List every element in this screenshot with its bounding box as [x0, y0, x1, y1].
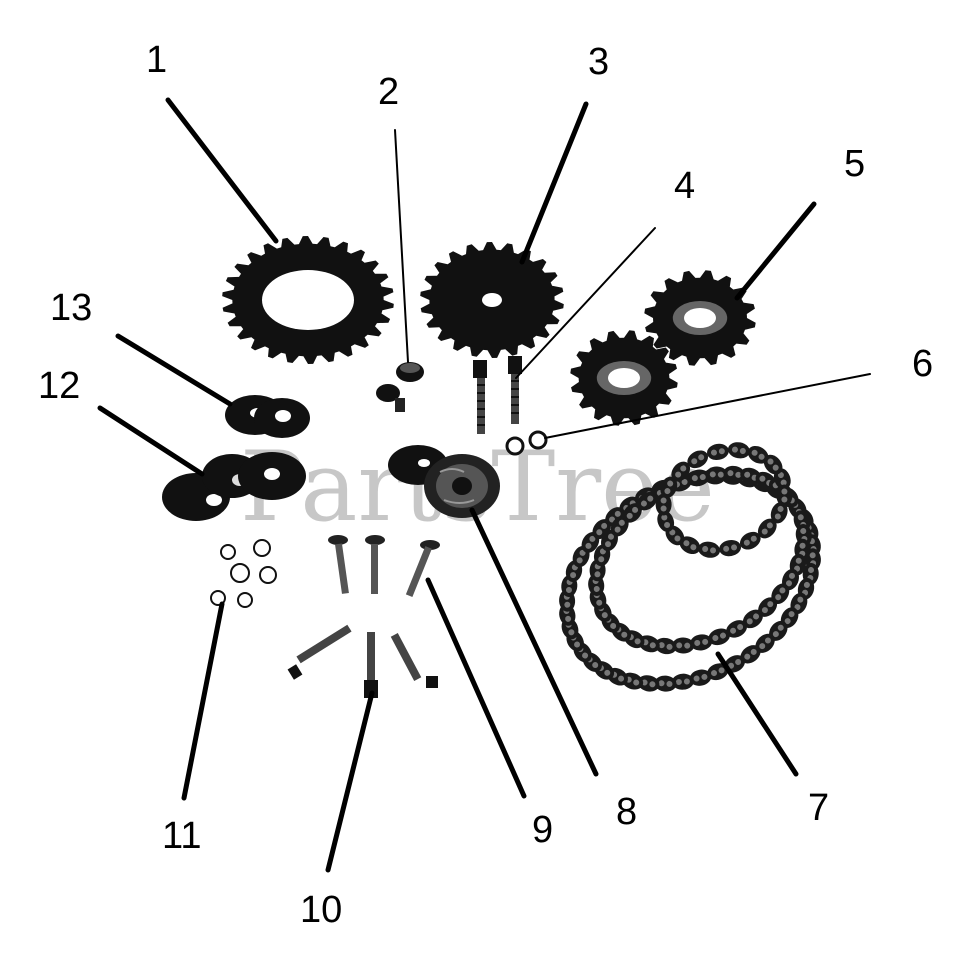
leader-line-3: [519, 101, 589, 265]
nut-icon[interactable]: [210, 539, 277, 608]
callout-12: 12: [38, 365, 80, 407]
leader-line-12: [97, 405, 205, 477]
callout-7: 7: [808, 787, 829, 829]
callout-6: 6: [912, 343, 933, 385]
leader-line-2: [394, 129, 409, 363]
leader-line-11: [181, 601, 225, 801]
callout-8: 8: [616, 791, 637, 833]
leader-line-10: [325, 690, 375, 873]
callout-labels: 1 2 3 4 5 6 7 8 9 10 11 12 13: [38, 39, 933, 931]
callout-4: 4: [674, 165, 695, 207]
bolt-icon[interactable]: [287, 535, 440, 698]
large-sprocket-icon[interactable]: [222, 236, 394, 364]
callout-1: 1: [146, 39, 167, 81]
leader-line-9: [425, 577, 527, 799]
leader-line-8: [469, 507, 599, 777]
small-sprocket-icon[interactable]: [570, 330, 678, 426]
medium-sprocket-icon[interactable]: [420, 242, 564, 358]
callout-13: 13: [50, 287, 92, 329]
leader-line-6: [544, 373, 871, 439]
leader-lines: [97, 97, 871, 873]
leader-line-13: [115, 333, 233, 407]
callout-2: 2: [378, 71, 399, 113]
leader-line-7: [715, 651, 799, 777]
leader-line-4: [515, 227, 656, 379]
callout-11: 11: [162, 815, 201, 857]
bearing-icon[interactable]: [388, 445, 500, 518]
small-sprocket-icon[interactable]: [644, 270, 756, 366]
leader-line-5: [734, 201, 817, 301]
key-icon[interactable]: [376, 362, 424, 412]
callout-5: 5: [844, 143, 865, 185]
leader-line-1: [165, 97, 279, 244]
callout-10: 10: [300, 889, 342, 931]
washer-icon[interactable]: [225, 395, 310, 438]
bolt-icon[interactable]: [473, 356, 522, 434]
washer-icon[interactable]: [162, 452, 306, 521]
callout-9: 9: [532, 809, 553, 851]
callout-3: 3: [588, 41, 609, 83]
nut-icon[interactable]: [505, 430, 548, 456]
